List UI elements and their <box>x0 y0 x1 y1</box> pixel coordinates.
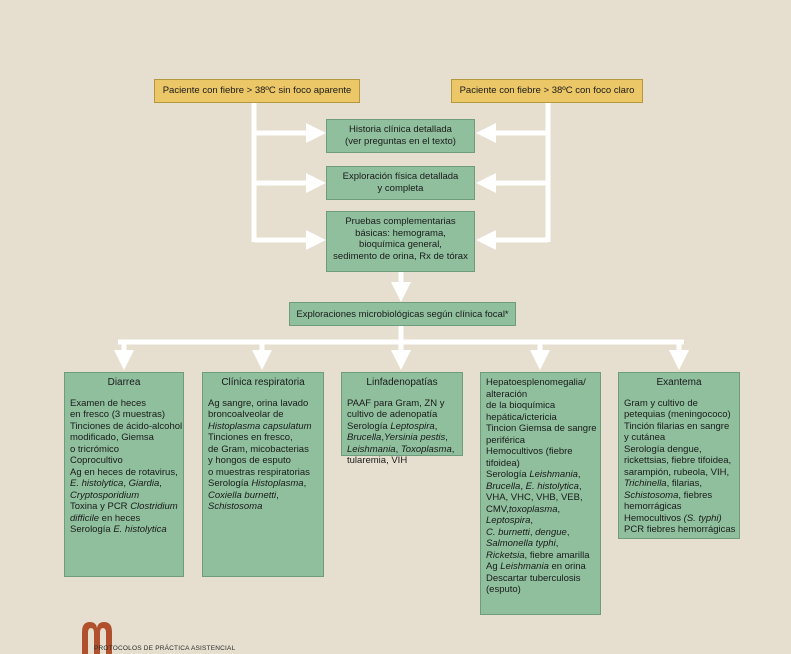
column-line: y cutánea <box>624 432 666 443</box>
micro-box: Exploraciones microbiológicas según clín… <box>289 302 516 326</box>
column-line: Tincion Giemsa de sangre <box>486 423 597 434</box>
column-line: hepática/ictericia <box>486 411 557 423</box>
step-history: Historia clínica detallada (ver pregunta… <box>326 119 475 153</box>
column-line: Tinciones en fresco, <box>208 432 293 443</box>
column-line: (esputo) <box>486 584 521 595</box>
column-line: rickettsias, fiebre tifoidea, <box>624 455 732 466</box>
column-line: Serología dengue, <box>624 443 702 455</box>
column-line: Hepatoesplenomegalia/ <box>486 377 586 388</box>
step-tests-line2: básicas: hemograma, <box>355 227 446 239</box>
column-line: C. burnetti, dengue, <box>486 526 570 538</box>
step-tests-line1: Pruebas complementarias <box>345 216 456 227</box>
step-tests-line4: sedimento de orina, Rx de tórax <box>333 250 468 262</box>
column-title: Linfadenopatías <box>366 377 438 388</box>
column-line: Gram y cultivo de <box>624 397 698 409</box>
column-line: Brucella,Yersinia pestis, <box>347 432 448 443</box>
column-line: broncoalveolar de <box>208 409 284 420</box>
column-respiratoria: Clínica respiratoria Ag sangre, orina la… <box>202 372 324 577</box>
start-box-right: Paciente con fiebre > 38ºC con foco clar… <box>451 79 643 103</box>
column-line: Examen de heces <box>70 397 147 409</box>
column-line: Leptospira, <box>486 515 534 526</box>
protocol-logo-icon <box>82 622 112 654</box>
column-line: cultivo de adenopatía <box>347 409 438 420</box>
step-tests: Pruebas complementarias básicas: hemogra… <box>326 211 475 272</box>
column-line: tularemia, VIH <box>347 455 408 466</box>
micro-text: Exploraciones microbiológicas según clín… <box>296 309 509 320</box>
column-line: Hemocultivos (S. typhi) <box>624 512 722 524</box>
column-line: Ag Leishmania en orina <box>486 561 586 572</box>
column-line: en fresco (3 muestras) <box>70 409 166 420</box>
column-line: PAAF para Gram, ZN y <box>347 397 445 409</box>
column-line: Ag en heces de rotavirus, <box>70 466 178 478</box>
column-line: Leishmania, Toxoplasma, <box>347 443 455 455</box>
column-line: PCR fiebres hemorrágicas <box>624 524 736 535</box>
column-line: y hongos de esputo <box>208 455 291 466</box>
column-line: Coprocultivo <box>70 455 123 466</box>
column-line: Coxiella burnetti, <box>208 489 279 501</box>
column-line: Brucella, E. histolytica, <box>486 480 582 492</box>
column-line: Serología Leishmania, <box>486 469 581 480</box>
column-line: de Gram, micobacterias <box>208 443 309 455</box>
column-line: Schistosoma, fiebres <box>624 489 713 501</box>
column-line: Serología E. histolytica <box>70 524 167 535</box>
footer-text: PROTOCOLOS DE PRÁCTICA ASISTENCIAL <box>94 645 236 652</box>
column-title: Diarrea <box>107 377 141 388</box>
column-line: tifoidea) <box>486 457 520 469</box>
column-line: Tinción filarias en sangre <box>624 420 730 432</box>
column-line: CMV,toxoplasma, <box>486 503 561 515</box>
step-exam: Exploración física detallada y completa <box>326 166 475 200</box>
column-line: Salmonella typhi, <box>486 538 559 549</box>
column-line: Tinciones de ácido-alcohol <box>70 420 183 432</box>
column-line: Ricketsia, fiebre amarilla <box>486 549 590 561</box>
column-line: difficile en heces <box>70 512 141 524</box>
column-line: Hemocultivos (fiebre <box>486 446 573 457</box>
column-line: Schistosoma <box>208 501 263 512</box>
step-exam-line1: Exploración física detallada <box>342 171 459 182</box>
step-exam-line2: y completa <box>377 182 424 194</box>
column-line: de la bioquímica <box>486 400 556 411</box>
column-line: o tricrómico <box>70 443 120 455</box>
column-line: E. histolytica, Giardia, <box>70 478 162 489</box>
column-line: sarampión, rubeola, VIH, <box>624 466 730 478</box>
column-line: modificado, Giemsa <box>70 432 154 443</box>
start-left-text: Paciente con fiebre > 38ºC sin foco apar… <box>162 85 352 96</box>
column-line: VHA, VHC, VHB, VEB, <box>486 492 583 503</box>
column-line: alteración <box>486 388 528 400</box>
step-tests-line3: bioquímica general, <box>359 239 442 250</box>
step-history-line2: (ver preguntas en el texto) <box>345 135 456 147</box>
start-right-text: Paciente con fiebre > 38ºC con foco clar… <box>459 85 635 96</box>
column-line: Trichinella, filarias, <box>624 478 702 489</box>
column-line: Histoplasma capsulatum <box>208 420 312 432</box>
column-line: Serología Leptospira, <box>347 420 438 432</box>
column-line: hemorrágicas <box>624 501 682 512</box>
column-line: Descartar tuberculosis <box>486 572 581 584</box>
start-box-left: Paciente con fiebre > 38ºC sin foco apar… <box>154 79 360 103</box>
column-line: Serología Histoplasma, <box>208 478 307 489</box>
column-line: Toxina y PCR Clostridium <box>70 501 178 512</box>
step-history-line1: Historia clínica detallada <box>349 124 452 135</box>
column-line: o muestras respiratorias <box>208 466 310 478</box>
column-line: periférica <box>486 434 526 446</box>
column-line: petequias (meningococo) <box>624 409 731 420</box>
column-title: Exantema <box>656 377 702 388</box>
column-title: Clínica respiratoria <box>221 377 305 388</box>
column-line: Ag sangre, orina lavado <box>208 397 309 409</box>
column-line: Cryptosporidium <box>70 489 140 501</box>
